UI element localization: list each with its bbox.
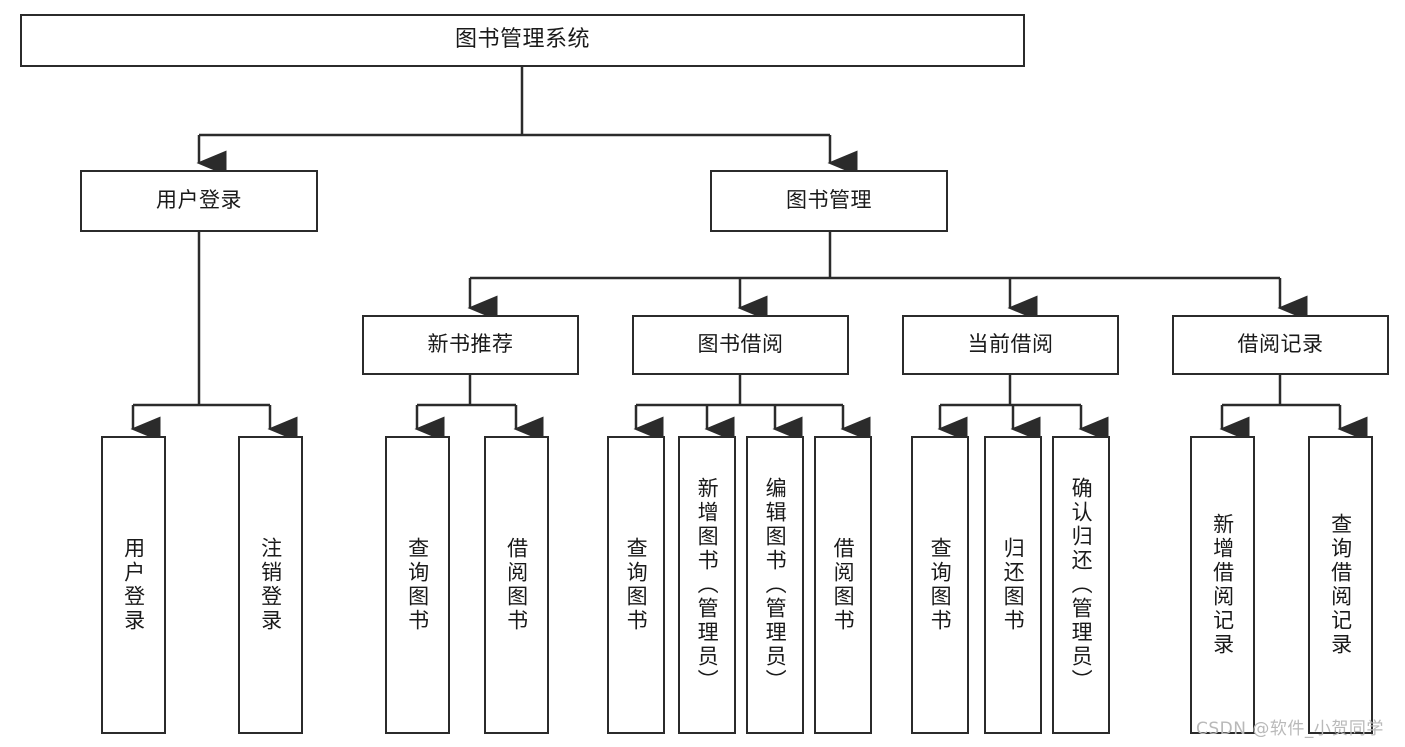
leaf-user-login[interactable]: 用户登录 bbox=[101, 436, 166, 734]
leaf-logout[interactable]: 注销登录 bbox=[238, 436, 303, 734]
leaf-query-book-rec[interactable]: 查询图书 bbox=[385, 436, 450, 734]
leaf-confirm-return[interactable]: 确认归还（管理员） bbox=[1052, 436, 1110, 734]
node-user-login-label: 用户登录 bbox=[156, 188, 242, 213]
leaf-borrow-book[interactable]: 借阅图书 bbox=[814, 436, 872, 734]
leaf-add-record-label: 新增借阅记录 bbox=[1210, 513, 1235, 657]
leaf-logout-label: 注销登录 bbox=[258, 537, 283, 633]
node-book-borrow-label: 图书借阅 bbox=[697, 332, 784, 357]
node-new-book-recommend[interactable]: 新书推荐 bbox=[362, 315, 579, 375]
leaf-return-book[interactable]: 归还图书 bbox=[984, 436, 1042, 734]
node-root-label: 图书管理系统 bbox=[454, 27, 590, 53]
leaf-borrow-book-rec[interactable]: 借阅图书 bbox=[484, 436, 549, 734]
leaf-return-book-label: 归还图书 bbox=[1001, 537, 1026, 633]
node-user-login[interactable]: 用户登录 bbox=[80, 170, 318, 232]
leaf-confirm-return-label: 确认归还（管理员） bbox=[1069, 477, 1094, 693]
leaf-borrow-book-rec-label: 借阅图书 bbox=[504, 537, 529, 633]
node-book-borrow[interactable]: 图书借阅 bbox=[632, 315, 849, 375]
leaf-query-record-label: 查询借阅记录 bbox=[1328, 513, 1353, 657]
leaf-query-record[interactable]: 查询借阅记录 bbox=[1308, 436, 1373, 734]
node-borrow-records[interactable]: 借阅记录 bbox=[1172, 315, 1389, 375]
leaf-borrow-book-label: 借阅图书 bbox=[831, 537, 856, 633]
node-book-management[interactable]: 图书管理 bbox=[710, 170, 948, 232]
node-new-book-recommend-label: 新书推荐 bbox=[427, 332, 514, 357]
node-book-management-label: 图书管理 bbox=[786, 188, 872, 213]
leaf-query-book-cur-label: 查询图书 bbox=[928, 537, 953, 633]
node-root[interactable]: 图书管理系统 bbox=[20, 14, 1025, 67]
node-current-borrow-label: 当前借阅 bbox=[967, 332, 1054, 357]
leaf-edit-book[interactable]: 编辑图书（管理员） bbox=[746, 436, 804, 734]
leaf-add-book-label: 新增图书（管理员） bbox=[695, 477, 720, 693]
leaf-query-book-borrow[interactable]: 查询图书 bbox=[607, 436, 665, 734]
node-current-borrow[interactable]: 当前借阅 bbox=[902, 315, 1119, 375]
leaf-edit-book-label: 编辑图书（管理员） bbox=[763, 477, 788, 693]
leaf-add-record[interactable]: 新增借阅记录 bbox=[1190, 436, 1255, 734]
leaf-query-book-borrow-label: 查询图书 bbox=[624, 537, 649, 633]
leaf-query-book-rec-label: 查询图书 bbox=[405, 537, 430, 633]
leaf-user-login-label: 用户登录 bbox=[121, 537, 146, 633]
csdn-watermark: CSDN @软件_小贺同学 bbox=[1196, 719, 1384, 739]
node-borrow-records-label: 借阅记录 bbox=[1237, 332, 1324, 357]
leaf-query-book-cur[interactable]: 查询图书 bbox=[911, 436, 969, 734]
leaf-add-book[interactable]: 新增图书（管理员） bbox=[678, 436, 736, 734]
